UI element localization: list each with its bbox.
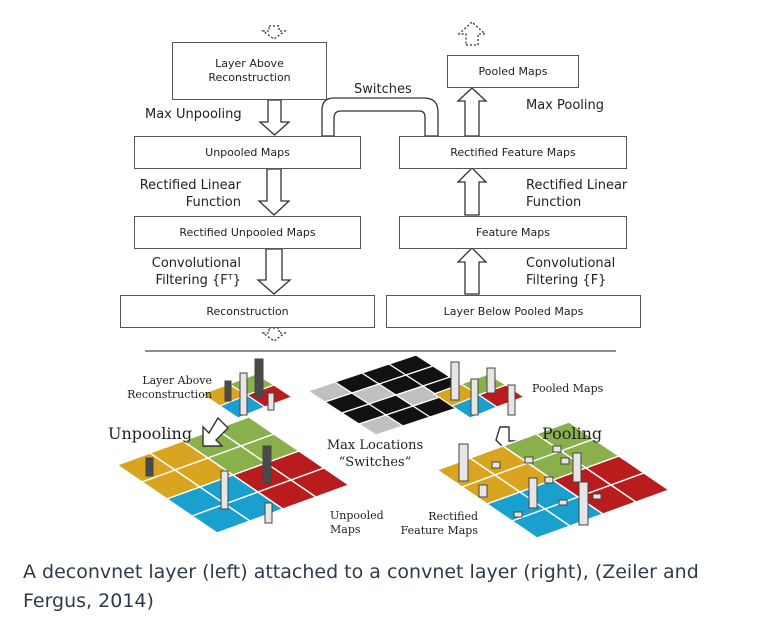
arrow-relu-left	[257, 168, 291, 216]
unpooling-arrow-icon	[202, 416, 229, 447]
rectified-feature-maps-box: Rectified Feature Maps	[399, 136, 627, 169]
feature-maps-text: Feature Maps	[475, 225, 550, 239]
arrow-max-pooling	[456, 87, 488, 137]
reconstruction-box: Reconstruction	[120, 295, 375, 328]
arrow-up-dashed-top	[457, 21, 487, 46]
arrow-max-unpooling	[258, 99, 291, 136]
bottom-unpooled-label-line1: Unpooled	[330, 509, 384, 522]
rectified-unpooled-maps-box: Rectified Unpooled Maps	[134, 216, 361, 249]
reconstruction-text: Reconstruction	[206, 304, 289, 318]
bottom-rectified-label-line1: Rectified	[428, 510, 478, 523]
bottom-pooled-maps-label: Pooled Maps	[532, 382, 604, 395]
relu-left-label-line1: Rectified Linear	[139, 178, 241, 193]
max-locations-label-line1: Max Locations	[326, 438, 424, 453]
bottom-rectified-label-line2: Feature Maps	[400, 524, 478, 537]
unpooled-maps-text: Unpooled Maps	[205, 145, 290, 159]
unpooled-maps-box: Unpooled Maps	[134, 136, 361, 169]
conv-right-label-line1: Convolutional	[526, 256, 616, 271]
large-grid-rectified-bars	[458, 443, 602, 526]
max-locations-label-line2: “Switches”	[338, 455, 412, 470]
arrow-conv-left	[256, 248, 292, 295]
bottom-layer-above-line2: Reconstruction	[127, 388, 212, 401]
switches-connector	[321, 97, 439, 137]
max-pooling-label: Max Pooling	[526, 98, 605, 113]
arrow-relu-right	[456, 167, 488, 216]
max-unpooling-label: Max Unpooling	[145, 107, 242, 122]
layer-above-reconstruction-text: Layer Above Reconstruction	[208, 57, 291, 84]
conv-left-label-line2: Filtering {Fᵀ}	[155, 273, 241, 288]
feature-maps-box: Feature Maps	[399, 216, 627, 249]
arrow-down-dashed-top	[261, 25, 287, 40]
rectified-unpooled-maps-text: Rectified Unpooled Maps	[179, 225, 316, 239]
bottom-unpooled-label-line2: Maps	[330, 523, 361, 536]
relu-left-label-line2: Function	[185, 195, 241, 210]
small-grid-left-bars	[224, 358, 275, 416]
pooling-label: Pooling	[542, 424, 603, 443]
relu-right-label-line1: Rectified Linear	[526, 178, 628, 193]
rectified-feature-maps-text: Rectified Feature Maps	[450, 145, 576, 159]
arrow-conv-right	[456, 247, 488, 295]
arrows	[256, 21, 488, 342]
arrow-down-dashed-bottom	[261, 327, 287, 342]
small-grid-right-bars	[450, 361, 516, 416]
conv-left-label-line1: Convolutional	[151, 256, 241, 271]
switches-label: Switches	[354, 82, 412, 97]
pooled-maps-text: Pooled Maps	[478, 64, 548, 78]
figure-caption: A deconvnet layer (left) attached to a c…	[23, 561, 699, 612]
layer-below-pooled-maps-box: Layer Below Pooled Maps	[386, 295, 641, 328]
unpooling-label: Unpooling	[108, 424, 193, 443]
layer-above-reconstruction-box: Layer Above Reconstruction	[172, 42, 327, 100]
pooled-maps-box: Pooled Maps	[447, 55, 579, 88]
switches-grid	[306, 354, 486, 436]
layer-below-pooled-maps-text: Layer Below Pooled Maps	[443, 304, 584, 318]
relu-right-label-line2: Function	[526, 195, 582, 210]
conv-right-label-line2: Filtering {F}	[526, 273, 607, 288]
large-grid-unpooled-bars	[145, 445, 273, 524]
bottom-layer-above-line1: Layer Above	[142, 374, 212, 387]
